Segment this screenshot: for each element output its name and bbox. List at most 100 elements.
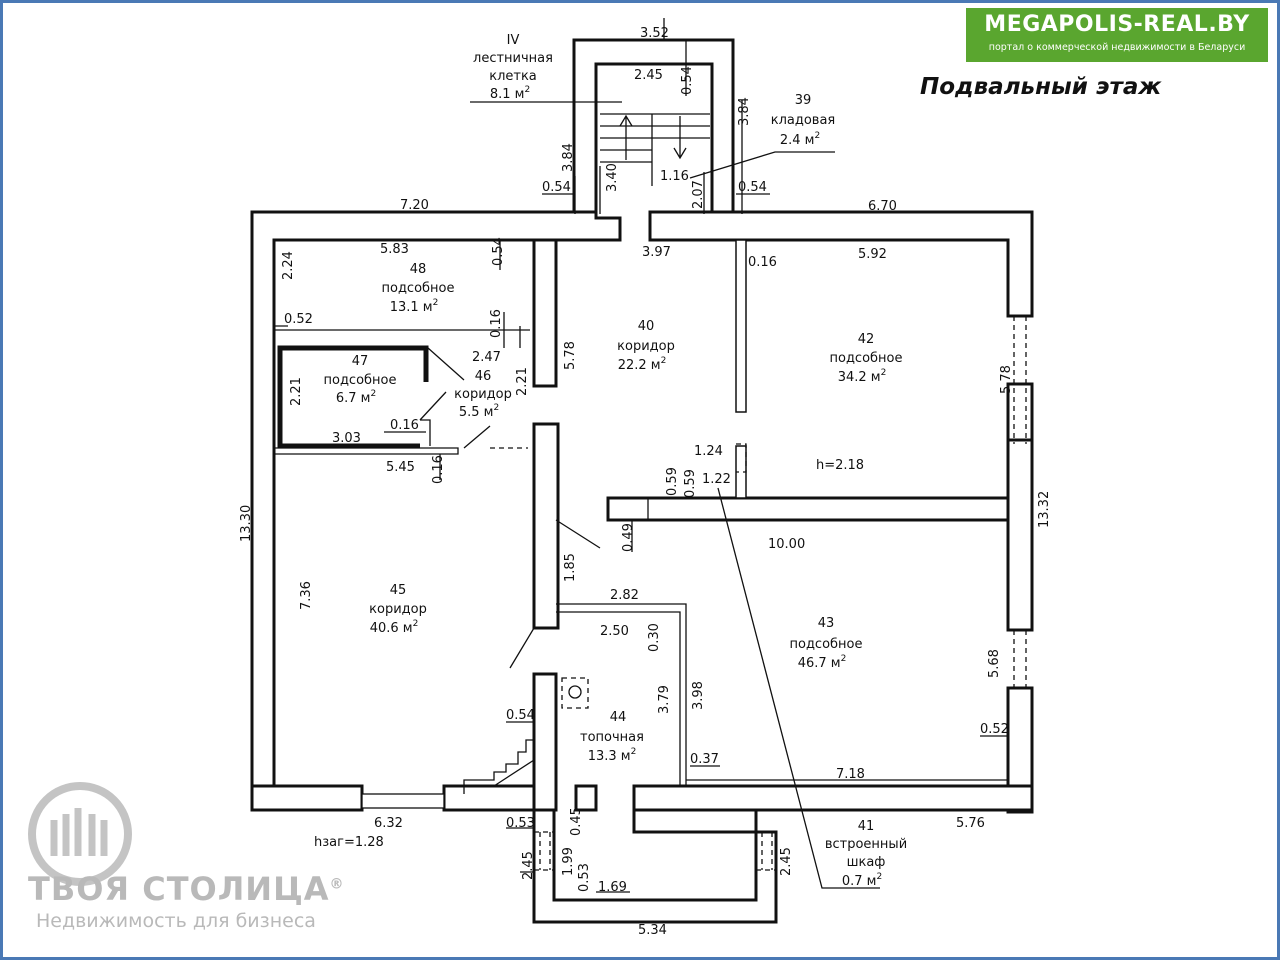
dim-2-45-right: 2.45 (779, 847, 794, 876)
wall-pit-top (632, 808, 758, 834)
wall-central-column (532, 422, 560, 630)
room-45: 45 коридор 40.6 м2 (369, 583, 427, 636)
svg-text:IV: IV (507, 33, 520, 48)
svg-text:34.2 м2: 34.2 м2 (838, 368, 887, 385)
walls (250, 38, 1034, 924)
dim-0-16-48: 0.16 (489, 309, 504, 338)
dim-3-52: 3.52 (640, 26, 669, 41)
room-47: 47 подсобное 6.7 м2 (323, 354, 396, 406)
dim-5-76: 5.76 (956, 816, 985, 831)
dim-5-34: 5.34 (638, 923, 667, 938)
dim-2-47: 2.47 (472, 350, 501, 365)
door-47 (420, 419, 431, 446)
svg-text:подсобное: подсобное (381, 281, 454, 296)
leaders (274, 18, 1008, 893)
dim-1-22: 1.22 (702, 472, 731, 487)
dim-0-16-45: 0.16 (431, 455, 446, 484)
dim-13-30: 13.30 (239, 505, 254, 542)
logo-brand-text: ТВОЯ СТОЛИЦА (28, 870, 330, 908)
wall-42-43 (606, 496, 1010, 522)
wall-bottom-left-a (250, 784, 364, 812)
wall-47 (277, 345, 429, 449)
wall-44-inner (556, 611, 681, 786)
floor-title: Подвальный этаж (920, 74, 1162, 100)
wall-44 (556, 603, 687, 786)
dim-0-16-47: 0.16 (390, 418, 419, 433)
svg-text:45: 45 (390, 583, 407, 598)
svg-text:коридор: коридор (369, 602, 427, 617)
svg-text:39: 39 (795, 93, 812, 108)
dim-7-18: 7.18 (836, 767, 865, 782)
dim-3-79: 3.79 (657, 685, 672, 714)
room-46: 46 коридор 5.5 м2 (454, 369, 512, 420)
svg-text:42: 42 (858, 332, 875, 347)
dim-0-37: 0.37 (690, 752, 719, 767)
dim-0-54-left: 0.54 (542, 180, 571, 195)
dim-1-16: 1.16 (660, 169, 689, 184)
dim-0-45: 0.45 (569, 807, 584, 836)
logo-registered: ® (329, 876, 345, 893)
logo-emblem (28, 782, 132, 886)
svg-text:44: 44 (610, 710, 627, 725)
dim-3-97: 3.97 (642, 245, 671, 260)
svg-text:13.3 м2: 13.3 м2 (588, 747, 637, 764)
dim-7-20: 7.20 (400, 198, 429, 213)
dim-5-83: 5.83 (380, 242, 409, 257)
wall-45-top (274, 447, 459, 455)
dim-0-54-right: 0.54 (738, 180, 767, 195)
dim-6-70: 6.70 (868, 199, 897, 214)
wall-right-lower (1006, 438, 1034, 632)
svg-text:47: 47 (352, 354, 369, 369)
wall-44-left (532, 672, 558, 812)
svg-text:41: 41 (858, 819, 875, 834)
openings (534, 315, 1032, 871)
logo-tagline: Недвижимость для бизнеса (36, 910, 316, 932)
dim-10-00: 10.00 (768, 537, 805, 552)
dim-0-52-right: 0.52 (980, 722, 1009, 737)
svg-text:48: 48 (410, 262, 427, 277)
dim-1-85: 1.85 (563, 553, 578, 582)
room-43: 43 подсобное 46.7 м2 (789, 616, 862, 671)
cabinet-41 (736, 443, 747, 473)
dim-13-32: 13.32 (1037, 491, 1052, 528)
dim-0-54-48: 0.54 (491, 237, 506, 266)
room-41: 41 встроенный шкаф 0.7 м2 (825, 819, 907, 889)
wall-44-bottom (574, 784, 598, 812)
dim-0-59-b: 0.59 (683, 469, 698, 498)
dim-2-45-left: 2.45 (521, 851, 536, 880)
svg-text:клетка: клетка (489, 69, 537, 84)
dim-0-30: 0.30 (647, 623, 662, 652)
dim-3-84-left: 3.84 (561, 143, 576, 172)
door-swings (419, 326, 601, 669)
svg-text:шкаф: шкаф (847, 855, 886, 870)
svg-text:лестничная: лестничная (473, 51, 553, 66)
boiler-box (561, 677, 589, 709)
dim-2-45: 2.45 (634, 68, 663, 83)
entrance-diag (493, 759, 535, 787)
wall-bottom-right (632, 784, 1034, 812)
dim-2-82: 2.82 (610, 588, 639, 603)
dim-2-21-46: 2.21 (515, 367, 530, 396)
svg-text:13.1 м2: 13.1 м2 (390, 298, 439, 315)
dim-1-24: 1.24 (694, 444, 723, 459)
room-44: 44 топочная 13.3 м2 (580, 710, 644, 764)
dim-0-53-bottom: 0.53 (577, 863, 592, 892)
dim-5-78-42: 5.78 (999, 365, 1014, 394)
stairs (600, 113, 710, 186)
svg-text:6.7 м2: 6.7 м2 (336, 389, 376, 406)
room-40: 40 коридор 22.2 м2 (617, 319, 675, 373)
svg-text:коридор: коридор (617, 339, 675, 354)
site-badge[interactable]: MEGAPOLIS-REAL.BY портал о коммерческой … (966, 8, 1268, 62)
wall-48-40 (532, 238, 558, 388)
note-hzag: hзаг=1.28 (314, 835, 384, 850)
svg-text:22.2 м2: 22.2 м2 (618, 356, 667, 373)
wall-stair-tower (572, 38, 735, 216)
logo-brand: ТВОЯ СТОЛИЦА® (28, 870, 345, 908)
dim-1-99: 1.99 (561, 847, 576, 876)
dim-3-84-right: 3.84 (737, 97, 752, 126)
svg-text:кладовая: кладовая (771, 113, 836, 128)
svg-text:40.6 м2: 40.6 м2 (370, 619, 419, 636)
dim-1-69: 1.69 (598, 880, 627, 895)
